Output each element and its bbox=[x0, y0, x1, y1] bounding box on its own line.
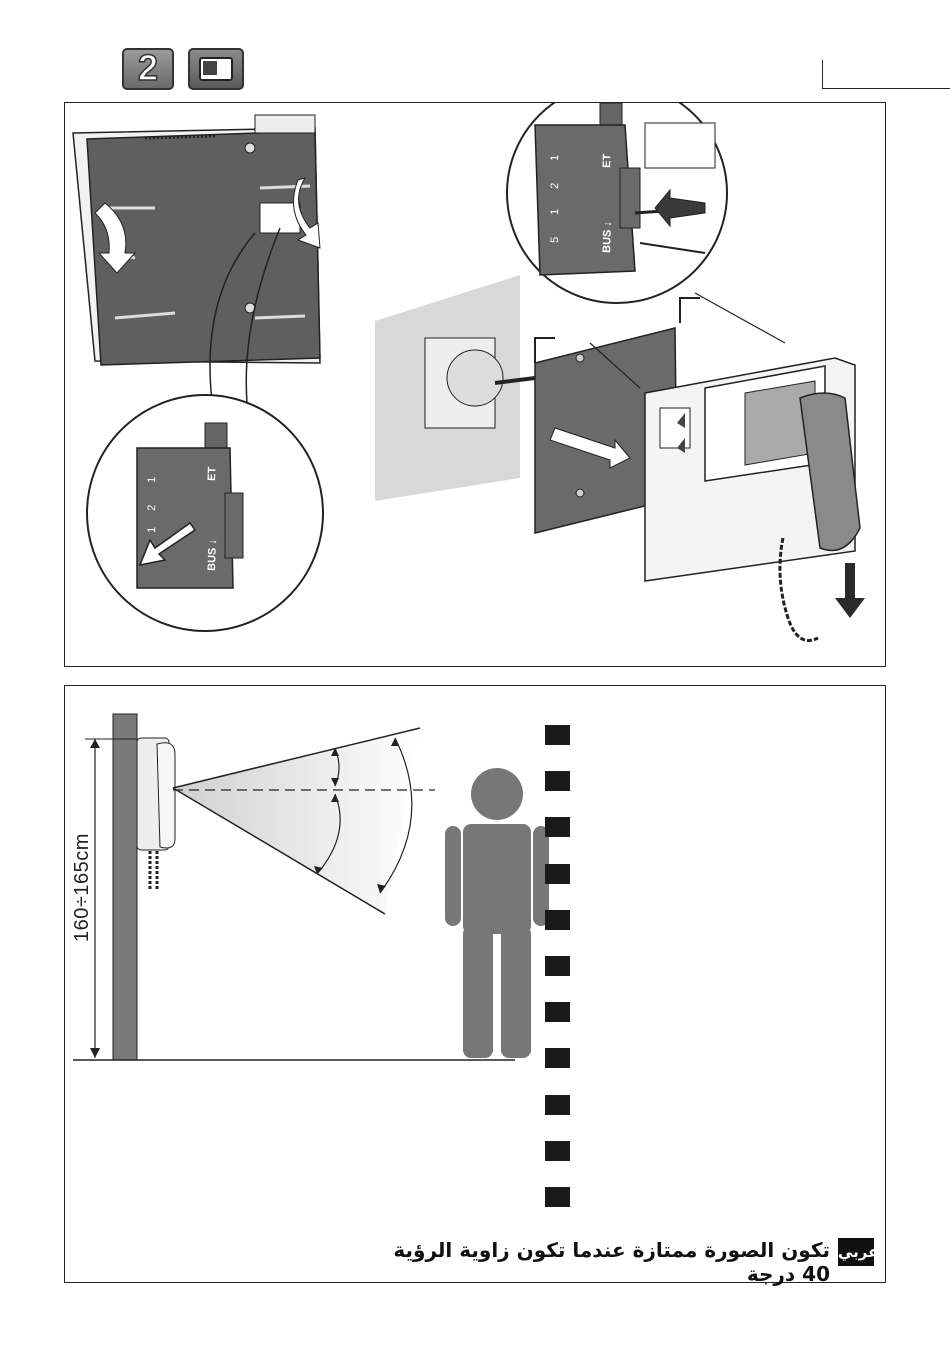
language-marker bbox=[545, 1095, 570, 1115]
language-marker bbox=[545, 725, 570, 745]
svg-text:BUS ↓: BUS ↓ bbox=[206, 539, 219, 571]
page-tab-line bbox=[822, 60, 950, 89]
language-marker bbox=[545, 1141, 570, 1161]
svg-text:5: 5 bbox=[549, 237, 561, 244]
language-marker bbox=[545, 864, 570, 884]
terminal-zoom-top: 1 2 1 5 ET BUS ↓ bbox=[507, 103, 727, 303]
language-marker bbox=[545, 817, 570, 837]
svg-text:2: 2 bbox=[549, 183, 561, 190]
installation-panel: 1 2 1 5 ET BUS ↓ 1 2 1 ET BUS ↓ bbox=[64, 102, 886, 667]
language-marker bbox=[545, 1002, 570, 1022]
svg-text:ET: ET bbox=[206, 466, 218, 481]
height-label: 160÷165cm bbox=[71, 833, 94, 942]
step-badge: 2 bbox=[122, 48, 174, 90]
language-marker bbox=[545, 956, 570, 976]
wall-monitor bbox=[137, 738, 175, 891]
monitor-icon bbox=[188, 48, 244, 90]
terminal-zoom-bottom: 1 2 1 ET BUS ↓ bbox=[87, 395, 323, 631]
language-marker bbox=[545, 1048, 570, 1068]
arabic-language-tag: عربي bbox=[838, 1238, 874, 1266]
wall bbox=[113, 714, 137, 1060]
svg-text:1: 1 bbox=[549, 209, 561, 216]
svg-text:1: 1 bbox=[549, 155, 561, 162]
step-number: 2 bbox=[138, 47, 158, 89]
installation-illustration: 1 2 1 5 ET BUS ↓ 1 2 1 ET BUS ↓ bbox=[65, 103, 885, 666]
wall-mount-box bbox=[375, 275, 535, 501]
svg-text:ET: ET bbox=[601, 153, 613, 168]
svg-text:2: 2 bbox=[146, 505, 158, 512]
arabic-note: تكون الصورة ممتازة عندما تكون زاوية الرؤ… bbox=[390, 1238, 830, 1268]
language-marker bbox=[545, 1187, 570, 1207]
person-figure bbox=[445, 768, 549, 1058]
video-monitor bbox=[645, 358, 865, 641]
svg-text:1: 1 bbox=[146, 477, 158, 484]
viewing-panel: 160÷165cm bbox=[64, 685, 886, 1283]
viewing-angle-illustration bbox=[65, 686, 885, 1282]
language-marker bbox=[545, 910, 570, 930]
svg-text:1: 1 bbox=[146, 527, 158, 534]
language-marker bbox=[545, 771, 570, 791]
wall-plate-top bbox=[73, 115, 320, 428]
svg-text:BUS ↓: BUS ↓ bbox=[601, 221, 614, 253]
